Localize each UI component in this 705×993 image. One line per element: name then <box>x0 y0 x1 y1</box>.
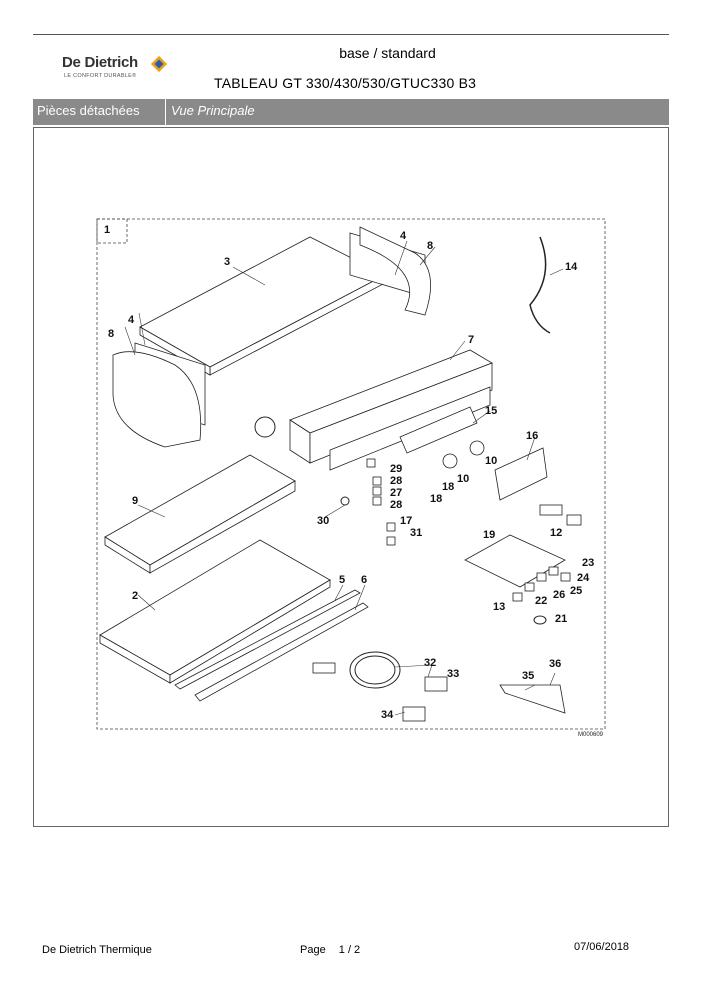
callout-26: 26 <box>553 589 565 601</box>
callout-28-bottom: 28 <box>390 499 402 511</box>
callout-10-right: 10 <box>485 455 497 467</box>
callout-10-left: 10 <box>457 473 469 485</box>
callout-9: 9 <box>132 495 138 507</box>
callout-25: 25 <box>570 585 582 597</box>
brand-name: De Dietrich <box>62 54 138 71</box>
footer-page-value: 1 / 2 <box>338 944 361 956</box>
callout-21: 21 <box>555 613 567 625</box>
diamond-logo-icon <box>150 55 168 73</box>
part-display-bezel <box>399 406 478 454</box>
callout-5: 5 <box>339 574 345 586</box>
callout-2: 2 <box>132 590 138 602</box>
part-sensor-30 <box>340 496 350 506</box>
callout-14: 14 <box>565 261 578 273</box>
callout-18-bottom: 18 <box>430 493 442 505</box>
callout-18-top: 18 <box>442 481 454 493</box>
callout-16: 16 <box>526 430 538 442</box>
exploded-parts-diagram: 1 <box>96 218 606 738</box>
callout-24: 24 <box>577 572 590 584</box>
callout-30: 30 <box>317 515 329 527</box>
part-thermostat-bulb <box>254 416 276 438</box>
callout-31: 31 <box>410 527 422 539</box>
section-category: Pièces détachées <box>33 99 166 125</box>
footer-page-label: Page <box>300 944 326 956</box>
callout-13: 13 <box>493 601 505 613</box>
callout-23: 23 <box>582 557 594 569</box>
callout-4-right: 4 <box>400 230 407 242</box>
part-left-end-cap <box>112 351 202 448</box>
callout-8-right: 8 <box>427 240 433 252</box>
footer-company: De Dietrich Thermique <box>42 944 152 956</box>
part-profile-35 <box>499 684 566 714</box>
section-view: Vue Principale <box>171 103 255 118</box>
callout-17: 17 <box>400 515 412 527</box>
callout-29: 29 <box>390 463 402 475</box>
callout-3: 3 <box>224 256 230 268</box>
part-rail-6 <box>194 602 369 702</box>
part-rail-5 <box>174 589 361 690</box>
diagram-frame <box>33 127 669 827</box>
footer-date: 07/06/2018 <box>574 941 630 953</box>
knob-right <box>469 440 485 456</box>
part-cable-coil <box>349 651 401 689</box>
brand-tagline: LE CONFORT DURABLE® <box>64 73 137 79</box>
callout-4-left: 4 <box>128 314 135 326</box>
document-title: TABLEAU GT 330/430/530/GTUC330 B3 <box>214 75 477 91</box>
callout-33: 33 <box>447 668 459 680</box>
document-subtitle: base / standard <box>339 45 436 61</box>
callout-34: 34 <box>381 709 394 721</box>
callout-22: 22 <box>535 595 547 607</box>
group-number: 1 <box>104 224 110 236</box>
callout-6: 6 <box>361 574 367 586</box>
part-harness-14 <box>529 236 551 334</box>
section-bar: Pièces détachées Vue Principale <box>33 99 669 125</box>
callout-7: 7 <box>468 334 474 346</box>
group-box <box>96 218 128 244</box>
header-rule <box>33 34 669 35</box>
callout-12: 12 <box>550 527 562 539</box>
diagram-border <box>96 218 606 730</box>
part-right-end-cap <box>359 226 431 316</box>
footer-page: Page 1 / 2 <box>300 944 360 956</box>
callout-32: 32 <box>424 657 436 669</box>
callout-27: 27 <box>390 487 402 499</box>
callout-35: 35 <box>522 670 534 682</box>
knob-left <box>442 453 458 469</box>
callout-8-left: 8 <box>108 328 114 340</box>
callout-28-top: 28 <box>390 475 402 487</box>
part-pcb-19 <box>464 534 566 588</box>
callout-36: 36 <box>549 658 561 670</box>
callout-15: 15 <box>485 405 497 417</box>
brand-logo: De Dietrich LE CONFORT DURABLE® <box>62 52 172 88</box>
diagram-code: M000609 <box>578 732 604 738</box>
callout-19: 19 <box>483 529 495 541</box>
part-board-16 <box>494 447 548 501</box>
